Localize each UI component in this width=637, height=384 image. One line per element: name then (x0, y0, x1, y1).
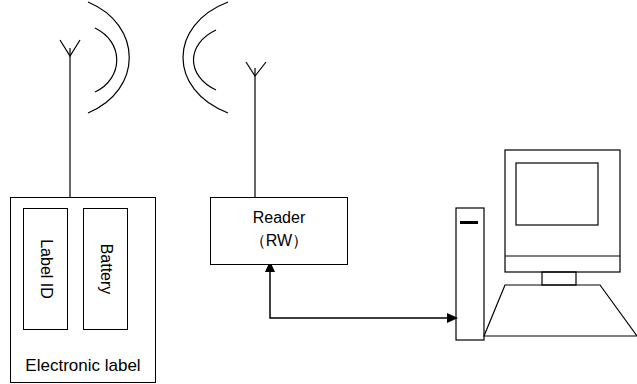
computer-tower (456, 208, 484, 340)
radio-wave (183, 2, 228, 113)
node-label: Battery (96, 244, 115, 295)
monitor (505, 150, 620, 272)
antenna (254, 68, 255, 197)
monitor-bezel (505, 255, 620, 256)
electronic-label-box: Electronic label Label ID Battery (10, 197, 156, 383)
data-link (270, 270, 450, 318)
antenna (246, 62, 266, 76)
keyboard (484, 285, 637, 336)
antenna (69, 48, 70, 197)
radio-wave (194, 30, 217, 90)
monitor-screen (516, 163, 598, 225)
monitor-stand (542, 272, 576, 285)
radio-wave (88, 2, 129, 113)
node-label: Label ID (36, 239, 55, 299)
arrow-head (447, 313, 458, 323)
reader-box: Reader （RW） (210, 197, 348, 265)
node-label: Reader (211, 208, 347, 227)
radio-wave (95, 28, 117, 92)
battery-box: Battery (83, 208, 128, 330)
node-label: Electronic label (15, 356, 151, 376)
drive-slot (460, 221, 478, 224)
label-id-box: Label ID (23, 208, 68, 330)
node-label: （RW） (211, 231, 347, 250)
antenna (60, 40, 80, 56)
